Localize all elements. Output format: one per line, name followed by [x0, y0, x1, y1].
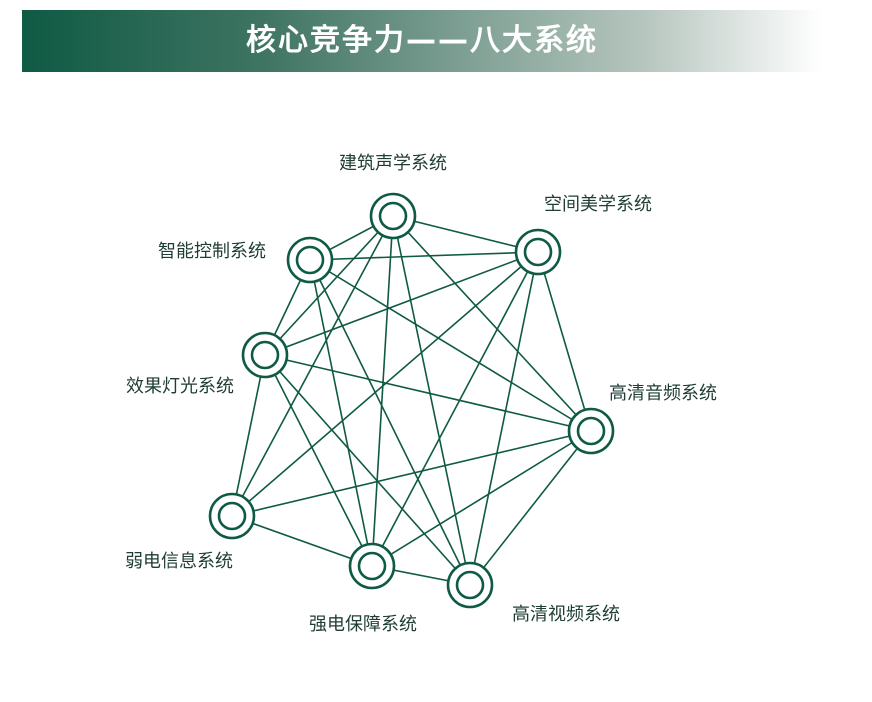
- node-label-smart: 智能控制系统: [158, 241, 266, 262]
- system-labels: 建筑声学系统 空间美学系统 智能控制系统 效果灯光系统 高清音频系统 弱电信息系…: [125, 153, 717, 635]
- edge-acoustic-aesthetic: [392, 215, 539, 253]
- node-acoustic: [369, 192, 417, 240]
- node-label-aesthetic: 空间美学系统: [544, 194, 652, 215]
- node-aesthetic: [514, 228, 562, 276]
- node-lighting: [241, 331, 289, 379]
- edge-audio-weak: [231, 430, 592, 517]
- node-inner-ring: [576, 416, 606, 446]
- edge-aesthetic-power: [371, 251, 539, 567]
- edge-aesthetic-audio: [537, 251, 592, 432]
- edge-audio-power: [371, 430, 592, 567]
- edge-acoustic-video: [392, 215, 471, 586]
- node-label-video: 高清视频系统: [512, 604, 620, 625]
- connection-lines: [231, 215, 592, 586]
- node-inner-ring: [523, 237, 553, 267]
- node-inner-ring: [295, 245, 325, 275]
- edge-lighting-weak: [231, 354, 266, 517]
- node-inner-ring: [250, 340, 280, 370]
- edge-smart-audio: [309, 259, 592, 432]
- edge-lighting-power: [264, 354, 373, 567]
- edge-lighting-video: [264, 354, 471, 586]
- node-inner-ring: [217, 501, 247, 531]
- node-label-acoustic: 建筑声学系统: [339, 153, 447, 174]
- node-inner-ring: [455, 570, 485, 600]
- edge-audio-video: [469, 430, 592, 586]
- edge-aesthetic-lighting: [264, 251, 539, 356]
- edge-acoustic-power: [371, 215, 394, 567]
- node-label-power: 强电保障系统: [309, 614, 417, 635]
- edge-acoustic-lighting: [264, 215, 394, 356]
- edge-acoustic-audio: [392, 215, 592, 432]
- edge-weak-power: [231, 515, 373, 567]
- node-video: [446, 561, 494, 609]
- node-inner-ring: [357, 551, 387, 581]
- edge-aesthetic-weak: [231, 251, 539, 517]
- edge-aesthetic-smart: [309, 251, 539, 261]
- system-nodes: [208, 192, 615, 609]
- title-banner: 核心竞争力——八大系统: [22, 10, 822, 72]
- edge-aesthetic-video: [469, 251, 539, 586]
- node-label-weak: 弱电信息系统: [125, 551, 233, 572]
- node-inner-ring: [378, 201, 408, 231]
- page-title: 核心竞争力——八大系统: [246, 23, 598, 58]
- node-label-audio: 高清音频系统: [609, 383, 717, 404]
- node-smart: [286, 236, 334, 284]
- node-label-lighting: 效果灯光系统: [126, 376, 234, 397]
- edge-smart-power: [309, 259, 373, 567]
- node-audio: [567, 407, 615, 455]
- node-power: [348, 542, 396, 590]
- node-weak: [208, 492, 256, 540]
- edge-lighting-audio: [264, 354, 592, 432]
- edge-smart-video: [309, 259, 471, 586]
